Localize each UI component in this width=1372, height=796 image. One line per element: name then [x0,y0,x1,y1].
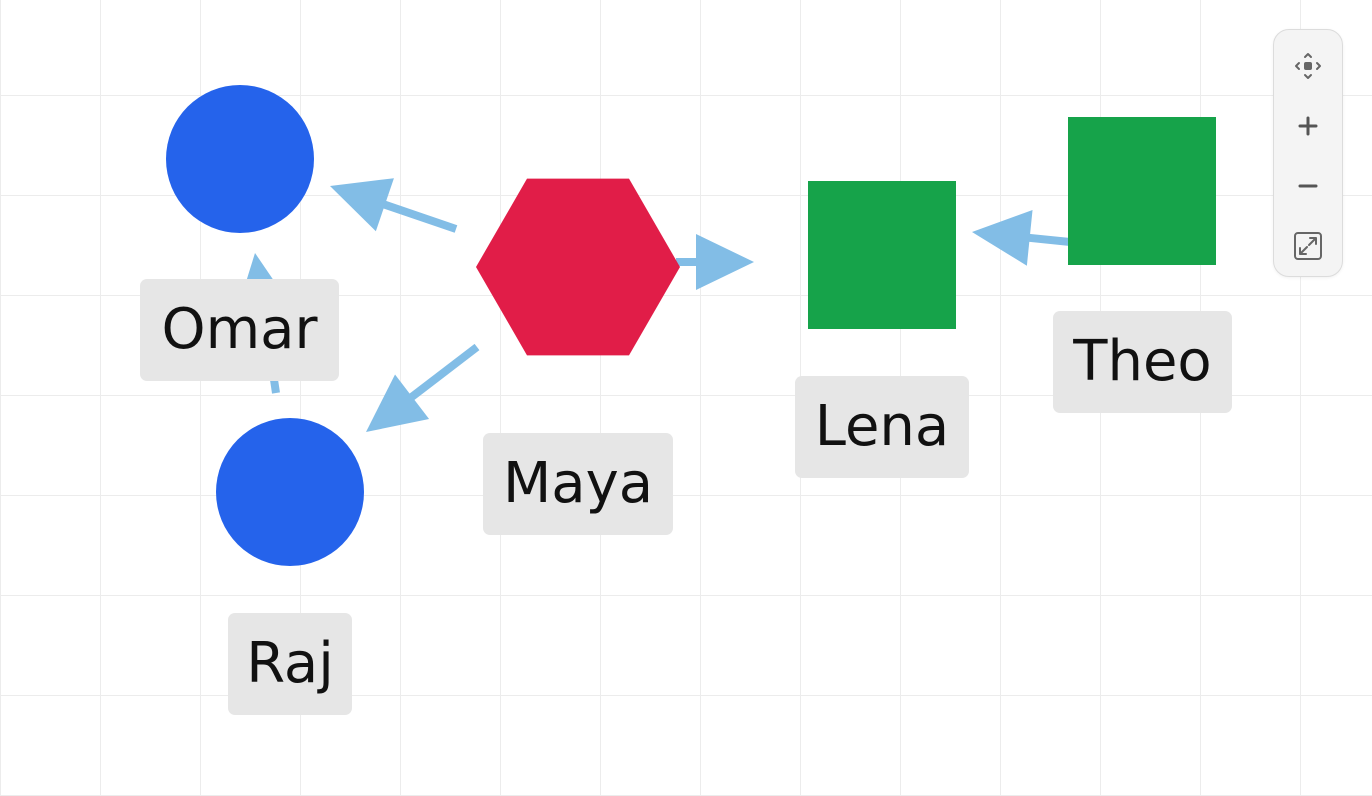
zoom-controls-panel [1273,29,1343,277]
edge-theo-lena [972,210,1081,266]
arrowhead [366,374,430,432]
edge-line [408,343,480,402]
zoom-out-button[interactable] [1274,158,1342,214]
edge-maya-lena [676,234,754,290]
arrowhead [330,178,394,232]
arrowhead [696,234,754,290]
node-label-lena: Lena [795,376,969,478]
edge-maya-omar [330,178,458,233]
fit-view-button[interactable] [1274,218,1342,274]
zoom-in-icon [1298,116,1318,136]
node-raj[interactable] [216,418,364,566]
node-maya[interactable] [476,178,680,356]
edge-line [381,200,458,233]
node-lena[interactable] [808,181,956,329]
zoom-in-button[interactable] [1274,98,1342,154]
pan-button[interactable] [1274,38,1342,94]
node-omar[interactable] [166,85,314,233]
edge-maya-raj [366,343,480,432]
node-label-raj: Raj [228,613,352,715]
node-theo[interactable] [1068,117,1216,265]
nodes-layer [166,85,1216,566]
move-icon [1295,53,1321,79]
zoom-out-icon [1298,184,1318,188]
fit-view-icon [1294,232,1322,260]
arrowhead [972,210,1033,266]
node-label-maya: Maya [483,433,673,535]
node-label-theo: Theo [1053,311,1232,413]
node-label-omar: Omar [140,279,339,381]
